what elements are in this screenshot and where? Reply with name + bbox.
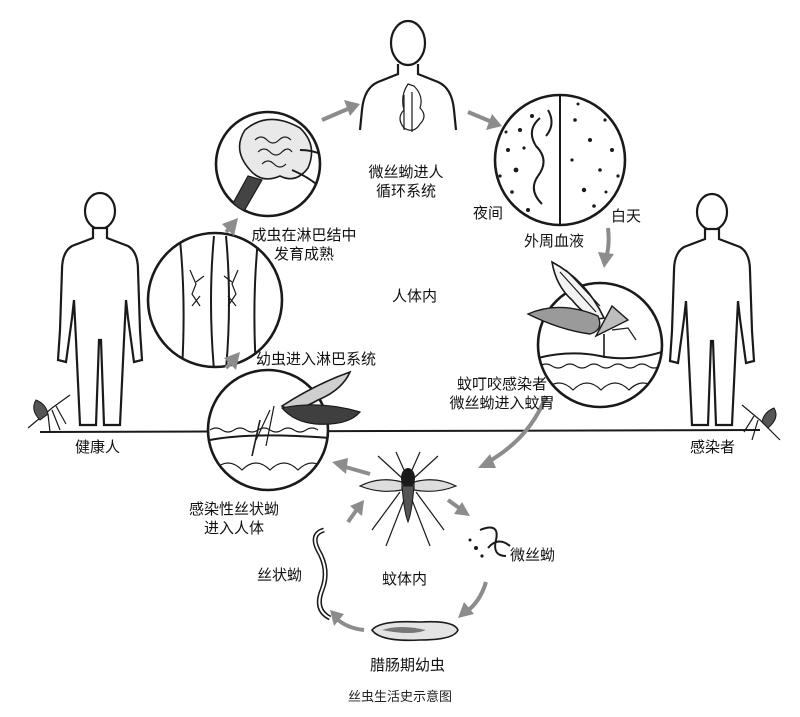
label-infected-person: 感染者	[690, 438, 735, 457]
central-mosquito	[360, 452, 456, 546]
label-microfilaria: 微丝蚴	[510, 546, 555, 565]
label-peripheral-blood: 外周血液	[524, 232, 584, 251]
label-mosquito-bite: 蚊叮咬感染者 微丝蚴进入蚊胃	[449, 375, 554, 413]
label-microfilaria-enter-line2: 循环系统	[368, 182, 443, 201]
torso-figure	[360, 21, 456, 132]
label-healthy-person: 健康人	[75, 438, 120, 457]
label-day: 白天	[611, 207, 641, 226]
lymph-node-circle	[216, 112, 336, 218]
healthy-person-figure	[58, 193, 142, 425]
label-microfilaria-enter-line1: 微丝蚴进人	[368, 163, 443, 182]
sausage-larva	[372, 622, 458, 641]
label-larva-lymph: 幼虫进入淋巴系统	[256, 350, 376, 369]
ground-line	[40, 430, 760, 432]
label-sausage-larva: 腊肠期幼虫	[370, 656, 445, 675]
label-night: 夜间	[473, 204, 503, 223]
label-filariform: 丝状蚴	[257, 566, 302, 585]
blood-circle	[495, 95, 625, 225]
label-infective-larva-enter-line1: 感染性丝状蚴	[189, 500, 279, 519]
mosquito-right-small	[742, 405, 780, 440]
label-adult-in-lymph-line1: 成虫在淋巴结中	[251, 226, 356, 245]
bite-circle-right	[538, 283, 662, 407]
label-mosquito-bite-line1: 蚊叮咬感染者	[449, 375, 554, 394]
label-infective-larva-enter: 感染性丝状蚴 进入人体	[189, 500, 279, 538]
label-human-body: 人体内	[392, 287, 437, 306]
mosquito-left-small	[28, 395, 70, 432]
label-in-mosquito: 蚊体内	[382, 570, 427, 589]
infected-person-figure	[670, 194, 754, 425]
label-microfilaria-enter: 微丝蚴进人 循环系统	[368, 163, 443, 201]
figure-caption: 丝虫生活史示意图	[0, 686, 800, 705]
filariform-larva	[315, 530, 330, 618]
label-adult-in-lymph-line2: 发育成熟	[251, 245, 356, 264]
label-infective-larva-enter-line2: 进入人体	[189, 519, 279, 538]
microfilaria-worms	[469, 528, 511, 558]
label-mosquito-bite-line2: 微丝蚴进入蚊胃	[449, 394, 554, 413]
label-adult-in-lymph: 成虫在淋巴结中 发育成熟	[251, 226, 356, 264]
